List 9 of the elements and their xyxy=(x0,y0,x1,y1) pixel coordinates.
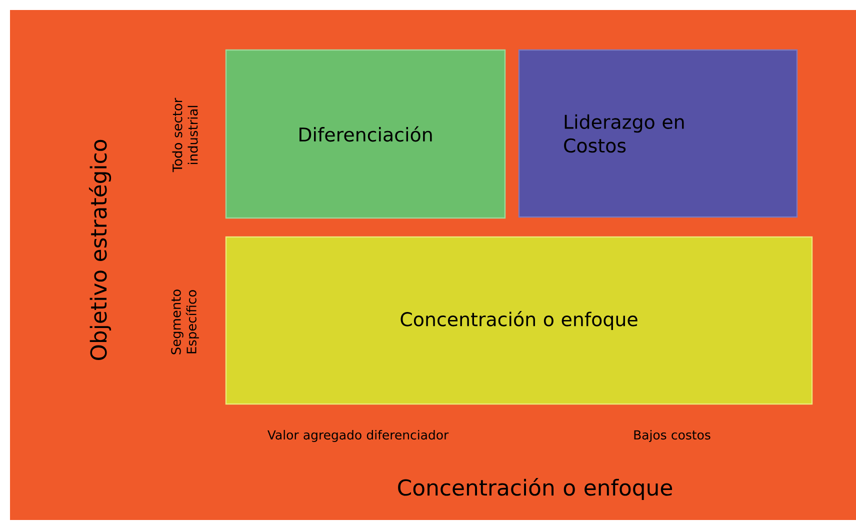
column-label: Bajos costos xyxy=(634,430,710,442)
strategy-box: Concentración o enfoque xyxy=(225,236,813,405)
column-label: Valor agregado diferenciador xyxy=(268,430,449,442)
row-label: Segmento Específico xyxy=(171,290,199,354)
row-label: Todo sector industrial xyxy=(172,98,198,172)
axis-title: Objetivo estratégico xyxy=(88,140,112,360)
strategy-box: Diferenciación xyxy=(225,49,506,219)
axis-title: Concentración o enfoque xyxy=(398,478,672,500)
strategy-box: Liderazgo en Costos xyxy=(518,49,798,218)
